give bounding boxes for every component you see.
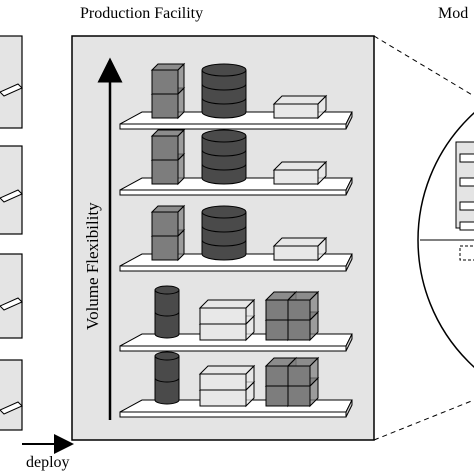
shelf-front-4: [119, 345, 347, 352]
double-flat-box-4-lower-front: [199, 323, 247, 341]
left-facility-box-2: [0, 145, 23, 235]
zoom-slot-2: [459, 177, 474, 187]
shelf-side-5: [345, 399, 353, 418]
cube-grid-5-tr-side: [309, 356, 319, 388]
tall-cylinder-1-band-1: [201, 83, 247, 91]
slim-cylinder-5-cap: [154, 351, 180, 361]
left-facility-box-4: [0, 359, 23, 431]
slim-cylinder-5-body: [154, 355, 180, 405]
tall-cylinder-3-cap: [201, 205, 247, 219]
stacked-box-3-upper-side: [177, 204, 185, 238]
double-flat-box-4-upper-front: [199, 307, 247, 325]
cube-grid-5-bl-front: [265, 385, 289, 407]
left-shelf-1: [0, 83, 23, 97]
tall-cylinder-3-band-1: [201, 225, 247, 233]
stacked-box-1-upper-front: [151, 69, 179, 95]
zoom-dashed-slot: [459, 245, 474, 261]
shelf-front-5: [119, 411, 347, 418]
cube-grid-5-br-front: [287, 385, 311, 407]
tall-cylinder-2-band-2: [201, 163, 247, 171]
zoom-circle: [417, 112, 474, 368]
cube-grid-4-br-front: [287, 319, 311, 341]
double-flat-box-5-upper-side: [245, 364, 255, 392]
double-flat-box-4-upper-top: [198, 299, 256, 309]
zoom-slot-1: [459, 153, 474, 163]
double-flat-box-5-upper-top: [198, 365, 256, 375]
left-shelf-4: [0, 401, 23, 415]
shelf-side-2: [345, 177, 353, 196]
tall-cylinder-3-band-2: [201, 239, 247, 247]
left-facility-box-1: [0, 35, 23, 129]
flat-box-3-side: [317, 236, 327, 262]
stacked-box-1-upper-side: [177, 62, 185, 96]
stacked-box-3-upper-front: [151, 211, 179, 237]
tall-cylinder-1-body: [201, 69, 247, 119]
shelf-side-3: [345, 253, 353, 272]
stacked-box-3-lower-front: [151, 235, 179, 261]
cube-grid-4-tr-side: [309, 290, 319, 322]
deploy-label: deploy: [26, 454, 70, 471]
slim-cylinder-4-cap: [154, 285, 180, 295]
stacked-box-1-lower-front: [151, 93, 179, 119]
double-flat-box-5-lower-front: [199, 389, 247, 407]
stacked-box-2-upper-side: [177, 128, 185, 162]
tall-cylinder-3-body: [201, 211, 247, 261]
shelf-side-4: [345, 333, 353, 352]
slim-cylinder-4-band-1: [154, 311, 180, 317]
tall-cylinder-2-body: [201, 135, 247, 185]
shelf-front-1: [119, 123, 347, 130]
zoom-line-top: [373, 35, 474, 97]
shelves-group: [119, 62, 353, 418]
cube-grid-4-tr-front: [287, 299, 311, 321]
slim-cylinder-5-band-1: [154, 377, 180, 383]
flat-box-3-front: [273, 245, 319, 261]
cube-grid-5-tr-front: [287, 365, 311, 387]
zoom-slot-3: [459, 201, 474, 211]
zoom-slot-4: [459, 221, 474, 231]
shelf-side-1: [345, 111, 353, 130]
left-shelf-3: [0, 297, 23, 311]
left-facility-column: [0, 35, 23, 431]
slim-cylinder-4-body: [154, 289, 180, 339]
flat-box-2-side: [317, 160, 327, 186]
shelf-front-3: [119, 265, 347, 272]
stacked-box-2-lower-front: [151, 159, 179, 185]
flat-box-2-top: [272, 161, 328, 171]
panel-title: Production Facility: [80, 5, 203, 22]
left-facility-box-3: [0, 253, 23, 339]
cube-grid-4-tl-front: [265, 299, 289, 321]
tall-cylinder-2-band-1: [201, 149, 247, 157]
flat-box-1-side: [317, 94, 327, 120]
zoom-line-bottom: [373, 399, 474, 441]
tall-cylinder-2-cap: [201, 129, 247, 143]
tall-cylinder-1-cap: [201, 63, 247, 77]
axis-label: Volume Flexibility: [83, 202, 102, 330]
flat-box-3-top: [272, 237, 328, 247]
shelf-front-2: [119, 189, 347, 196]
flat-box-1-front: [273, 103, 319, 119]
flat-box-2-front: [273, 169, 319, 185]
cube-grid-4-bl-front: [265, 319, 289, 341]
tall-cylinder-1-band-2: [201, 97, 247, 105]
stacked-box-2-upper-front: [151, 135, 179, 161]
right-title-partial: Mod: [438, 5, 468, 22]
flat-box-1-top: [272, 95, 328, 105]
cube-grid-5-tl-front: [265, 365, 289, 387]
double-flat-box-4-upper-side: [245, 298, 255, 326]
double-flat-box-5-upper-front: [199, 373, 247, 391]
left-shelf-2: [0, 189, 23, 203]
